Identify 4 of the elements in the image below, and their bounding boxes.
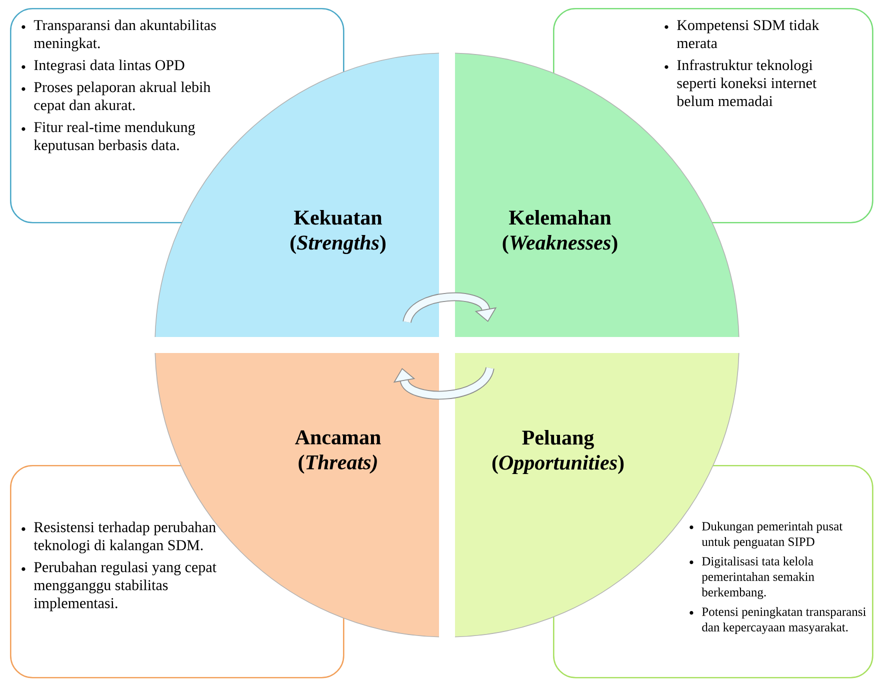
bullet-item: Kompetensi SDM tidak merata <box>676 20 820 48</box>
bullet-item: Transparansi dan akuntabilitas meningkat. <box>34 20 216 52</box>
curved-arrow <box>402 292 497 324</box>
curved-arrow <box>393 366 494 400</box>
